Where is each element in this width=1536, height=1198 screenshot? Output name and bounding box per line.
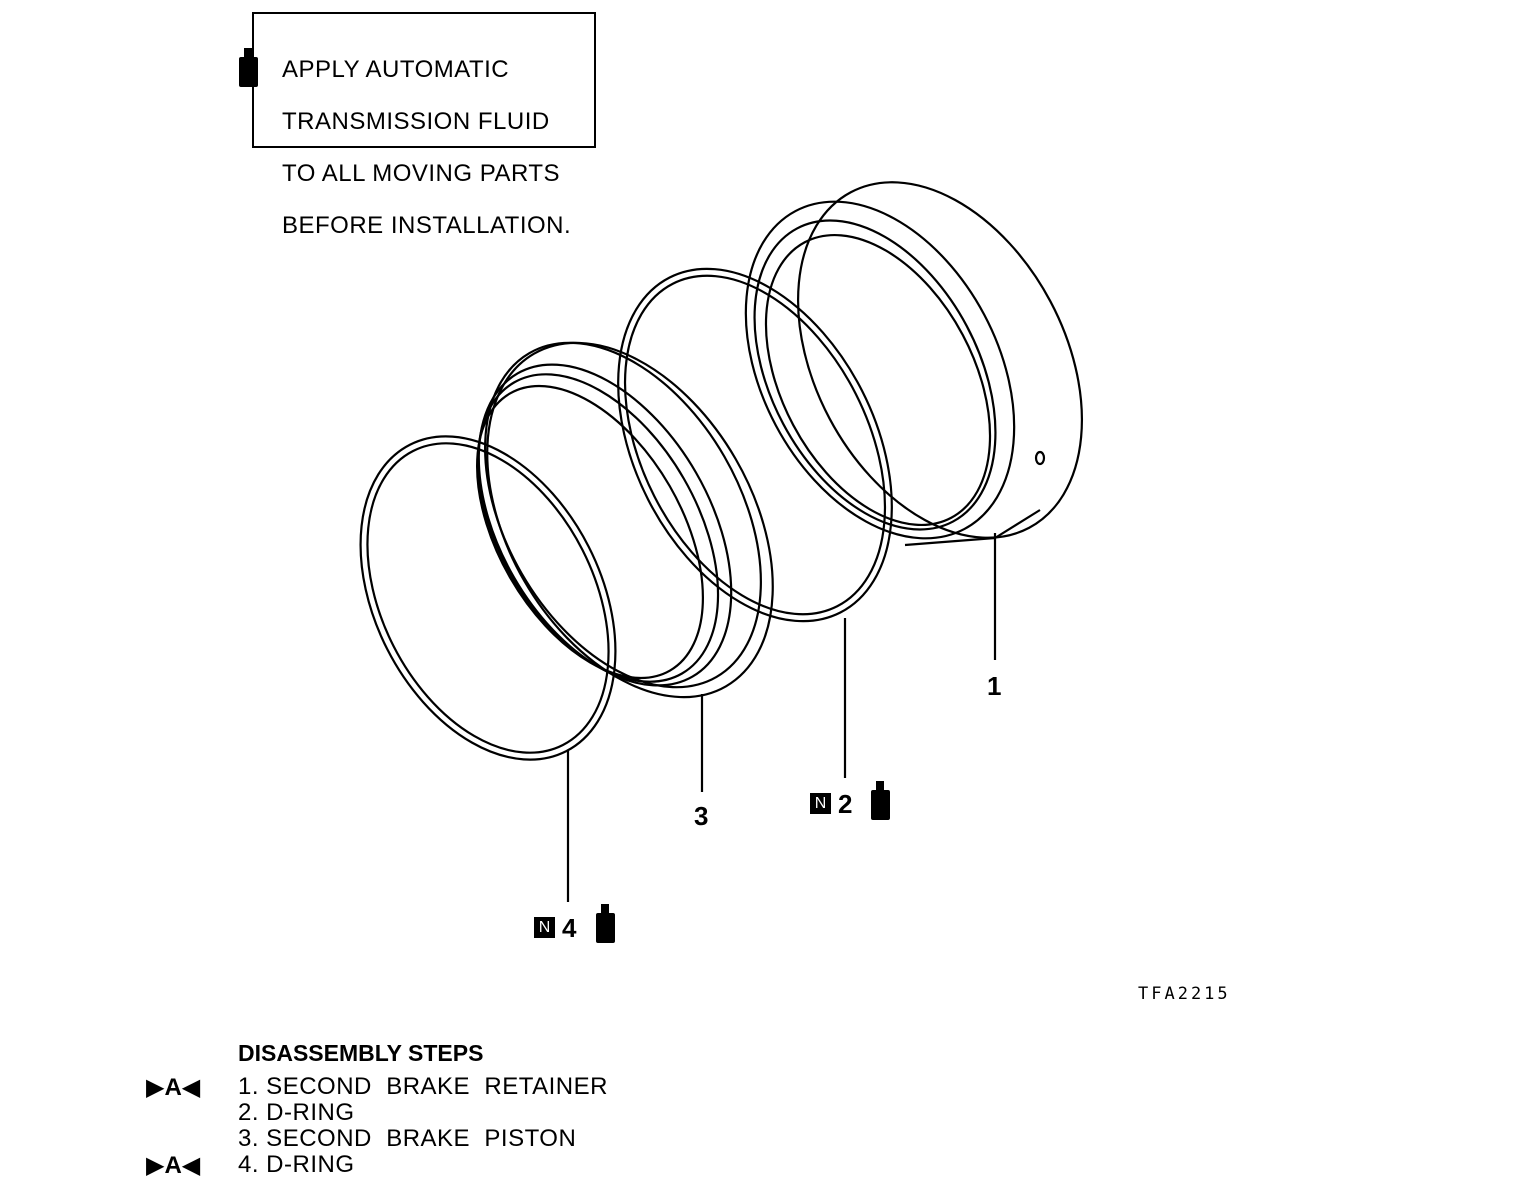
d-ring-small — [359, 435, 617, 761]
fluid-bottle-icon — [871, 781, 890, 820]
step-item: 1. SECOND BRAKE RETAINER — [238, 1073, 608, 1100]
note-line: TO ALL MOVING PARTS — [282, 160, 561, 187]
fluid-bottle-icon — [596, 904, 615, 943]
new-part-badge: N — [810, 793, 831, 814]
d-ring-large — [617, 267, 893, 623]
step-marker-a: ▶A◀ — [146, 1074, 201, 1101]
step-item: 2. D-RING — [238, 1099, 355, 1126]
note-line: TRANSMISSION FLUID — [282, 108, 550, 135]
note-line: APPLY AUTOMATIC — [282, 56, 510, 83]
lubrication-note-text: APPLY AUTOMATIC TRANSMISSION FLUID TO AL… — [282, 31, 571, 265]
figure-id: TFA2215 — [1138, 984, 1231, 1004]
lubrication-note-box — [252, 12, 596, 148]
step-item: 4. D-RING — [238, 1151, 355, 1178]
callout-1: 1 — [987, 671, 1002, 701]
step-marker-a: ▶A◀ — [146, 1152, 201, 1179]
disassembly-steps-title: DISASSEMBLY STEPS — [238, 1040, 484, 1066]
note-line: BEFORE INSTALLATION. — [282, 212, 572, 239]
second-brake-piston — [475, 341, 774, 699]
callout-3: 3 — [694, 801, 709, 831]
new-part-badge: N — [534, 917, 555, 938]
callout-2: 2 — [838, 789, 853, 819]
callout-4: 4 — [562, 913, 577, 943]
second-brake-retainer — [744, 181, 1084, 547]
step-item: 3. SECOND BRAKE PISTON — [238, 1125, 577, 1152]
